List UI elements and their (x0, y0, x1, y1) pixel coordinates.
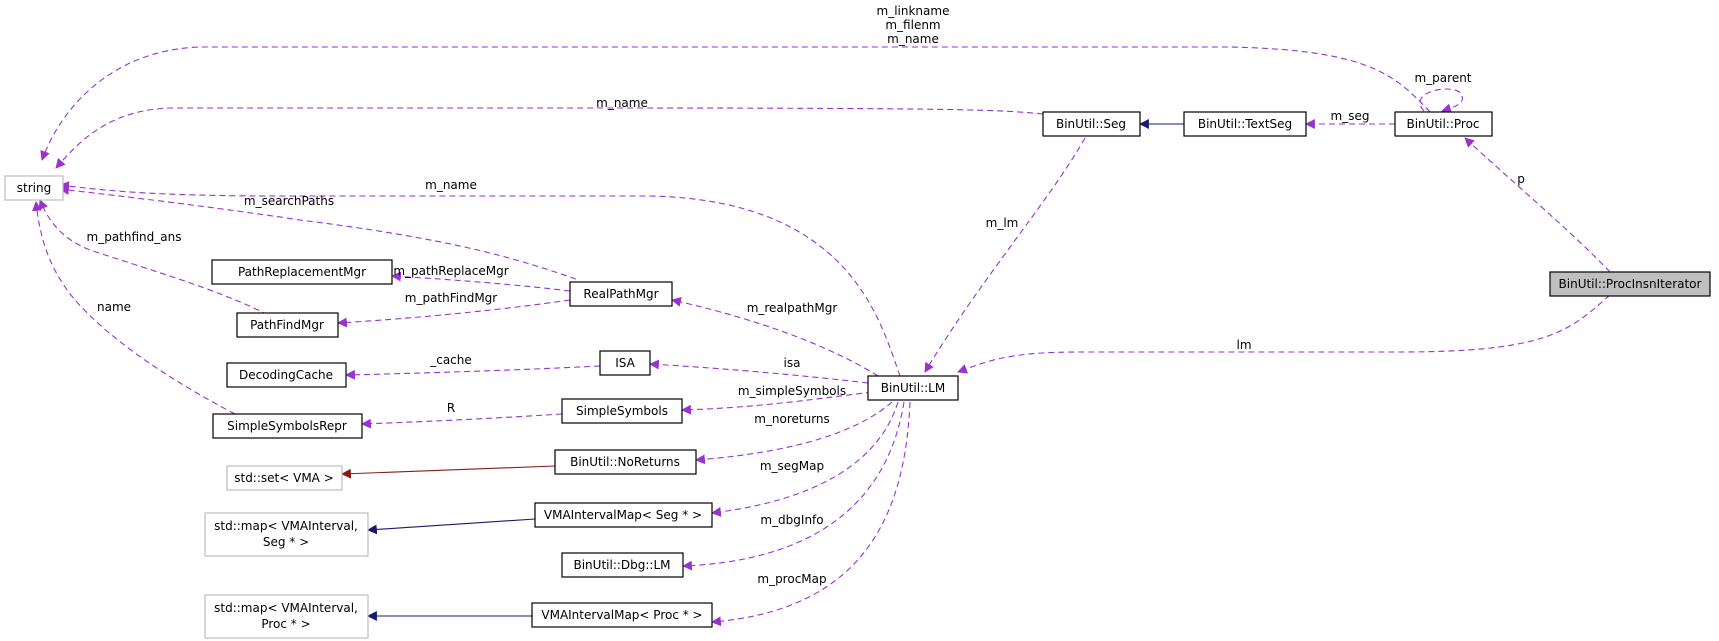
edge-label-m-name-lm: m_name (425, 178, 477, 192)
node-label-binutil-lm: BinUtil::LM (881, 381, 945, 395)
node-binutil-seg[interactable]: BinUtil::Seg (1042, 111, 1141, 137)
node-label-binutil-noreturns: BinUtil::NoReturns (570, 455, 680, 469)
edge-label-m-name-seg: m_name (596, 96, 648, 110)
node-label-binutil-proc: BinUtil::Proc (1406, 117, 1479, 131)
edge-ssrepr-to-string (32, 201, 236, 415)
node-string[interactable]: string (4, 175, 64, 201)
edge-label-isa: isa (784, 356, 801, 370)
node-simplesymbolsrepr[interactable]: SimpleSymbolsRepr (212, 413, 363, 439)
edge-procinsn-to-lm (957, 294, 1611, 374)
node-vmaintervalmap-proc[interactable]: VMAIntervalMap< Proc * > (531, 602, 713, 628)
edge-label-m-realpathmgr: m_realpathMgr (747, 301, 838, 315)
edge-label-m-linkname: m_linkname (877, 4, 950, 18)
edge-realpath-to-pathrepl (391, 271, 571, 292)
edge-label-m-segmap: m_segMap (760, 459, 824, 473)
node-simplesymbols[interactable]: SimpleSymbols (561, 398, 683, 424)
node-pathfindmgr[interactable]: PathFindMgr (236, 312, 339, 338)
edge-lm-to-vmamapproc (711, 401, 911, 627)
edge-lm-to-noreturns (695, 401, 893, 465)
edge-lm-to-realpath (671, 297, 879, 377)
edge-label-m-lm: m_lm (986, 216, 1019, 230)
edge-lm-to-string (59, 181, 901, 377)
node-label-isa: ISA (615, 356, 635, 370)
node-vmaintervalmap-seg[interactable]: VMAIntervalMap< Seg * > (534, 502, 713, 528)
node-label-string: string (17, 181, 51, 195)
edge-label-name: name (97, 300, 131, 314)
node-binutil-lm[interactable]: BinUtil::LM (867, 375, 959, 401)
node-label-std-map-proc-line2: Proc * > (261, 617, 310, 631)
node-label-binutil-textseg: BinUtil::TextSeg (1198, 117, 1292, 131)
node-label-pathfindmgr: PathFindMgr (250, 318, 324, 332)
edge-label-lm: lm (1236, 338, 1251, 352)
edge-label-p: p (1517, 172, 1525, 186)
edge-label-m-parent: m_parent (1414, 71, 1471, 85)
node-realpathmgr[interactable]: RealPathMgr (569, 281, 673, 307)
edge-lm-to-dbglm (682, 401, 905, 571)
node-label-decodingcache: DecodingCache (239, 368, 333, 382)
edge-procinsn-to-proc (1464, 137, 1611, 273)
edge-label-m-pathfind-ans: m_pathfind_ans (87, 230, 182, 244)
edge-label-m-simplesymbols: m_simpleSymbols (738, 384, 846, 398)
node-isa[interactable]: ISA (599, 350, 651, 376)
edge-vmamapseg-to-mapseg (367, 518, 536, 535)
edge-lm-to-vmamapseg (711, 401, 899, 517)
edge-label-m-pathfindmgr: m_pathFindMgr (405, 291, 498, 305)
edge-seg-to-lm (924, 137, 1086, 373)
node-label-std-map-seg-line1: std::map< VMAInterval, (214, 519, 358, 533)
edge-realpath-to-pathfind (337, 299, 571, 328)
node-label-vmaintervalmap-seg: VMAIntervalMap< Seg * > (544, 508, 702, 522)
node-label-binutil-seg: BinUtil::Seg (1056, 117, 1126, 131)
edge-label-m-pathreplacemgr: m_pathReplaceMgr (393, 264, 508, 278)
edge-isa-to-deccache (345, 365, 601, 380)
edge-label-m-name-proc: m_name (887, 32, 939, 46)
node-label-std-set-vma: std::set< VMA > (234, 471, 334, 485)
edge-seg-to-string (55, 107, 1044, 169)
node-binutil-proc[interactable]: BinUtil::Proc (1394, 111, 1493, 137)
edge-label-r: R (447, 401, 455, 415)
node-binutil-procinsniterator[interactable]: BinUtil::ProcInsnIterator (1549, 271, 1711, 297)
edge-proc-self-parent (1419, 88, 1463, 114)
edge-label-m-dbginfo: m_dbgInfo (760, 513, 823, 527)
node-label-simplesymbolsrepr: SimpleSymbolsRepr (227, 419, 347, 433)
node-std-map-seg[interactable]: std::map< VMAInterval, Seg * > (204, 512, 369, 557)
node-std-set-vma[interactable]: std::set< VMA > (226, 465, 343, 491)
node-std-map-proc[interactable]: std::map< VMAInterval, Proc * > (204, 594, 369, 639)
edge-label-cache: _cache (429, 353, 472, 367)
edge-noreturns-to-setvma (341, 465, 556, 479)
edge-label-m-searchpaths: m_searchPaths (244, 194, 334, 208)
edge-pathfind-to-string (38, 199, 269, 316)
edge-realpath-to-string (59, 185, 577, 280)
node-label-std-map-seg-line2: Seg * > (263, 535, 309, 549)
node-binutil-dbg-lm[interactable]: BinUtil::Dbg::LM (561, 552, 684, 578)
node-decodingcache[interactable]: DecodingCache (226, 362, 347, 388)
node-binutil-noreturns[interactable]: BinUtil::NoReturns (554, 449, 697, 475)
node-label-binutil-dbg-lm: BinUtil::Dbg::LM (573, 558, 670, 572)
node-label-pathreplacementmgr: PathReplacementMgr (238, 265, 366, 279)
node-label-binutil-procinsniterator: BinUtil::ProcInsnIterator (1559, 277, 1702, 291)
edge-simplesym-to-ssrepr (361, 413, 563, 429)
node-label-simplesymbols: SimpleSymbols (576, 404, 668, 418)
edge-lm-to-isa (649, 359, 869, 384)
edge-proc-to-string (40, 46, 1431, 161)
edge-label-m-noreturns: m_noreturns (754, 412, 830, 426)
edge-label-m-seg: m_seg (1331, 109, 1370, 123)
node-label-vmaintervalmap-proc: VMAIntervalMap< Proc * > (541, 608, 702, 622)
node-pathreplacementmgr[interactable]: PathReplacementMgr (211, 259, 393, 285)
edge-label-m-filenm: m_filenm (885, 18, 940, 32)
node-label-std-map-proc-line1: std::map< VMAInterval, (214, 601, 358, 615)
edge-label-m-procmap: m_procMap (757, 572, 826, 586)
node-label-realpathmgr: RealPathMgr (583, 287, 658, 301)
node-binutil-textseg[interactable]: BinUtil::TextSeg (1183, 111, 1307, 137)
edge-lm-to-simplesym (681, 391, 873, 415)
